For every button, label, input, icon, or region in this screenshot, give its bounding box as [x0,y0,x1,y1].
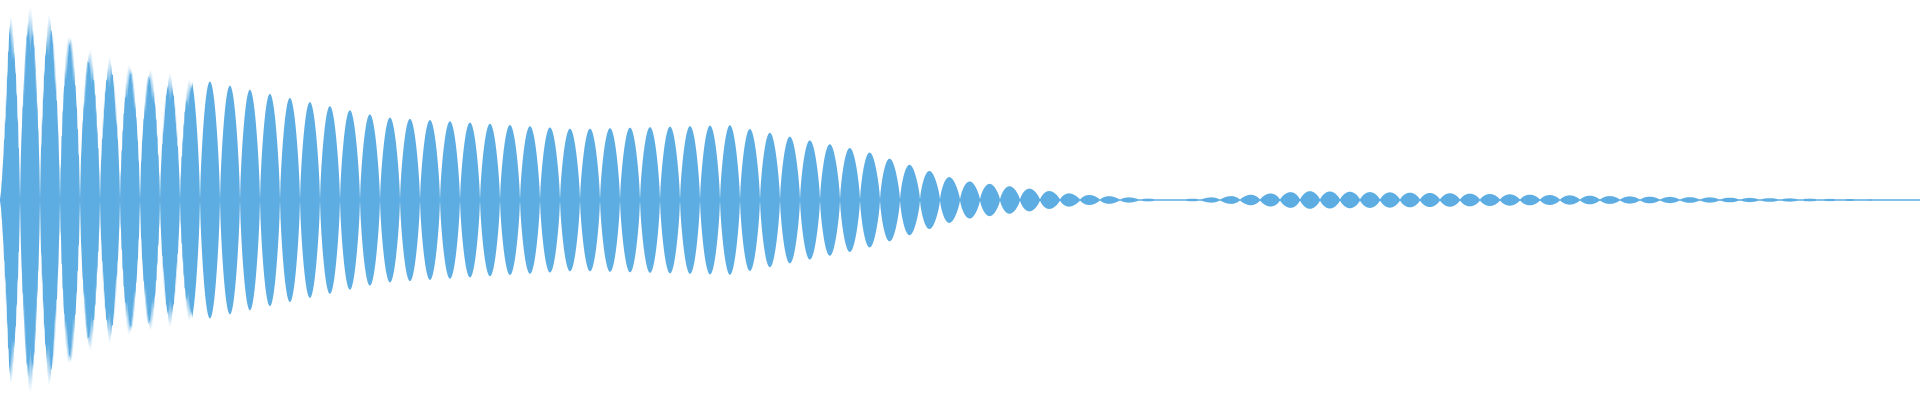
waveform-shape [0,6,1920,394]
